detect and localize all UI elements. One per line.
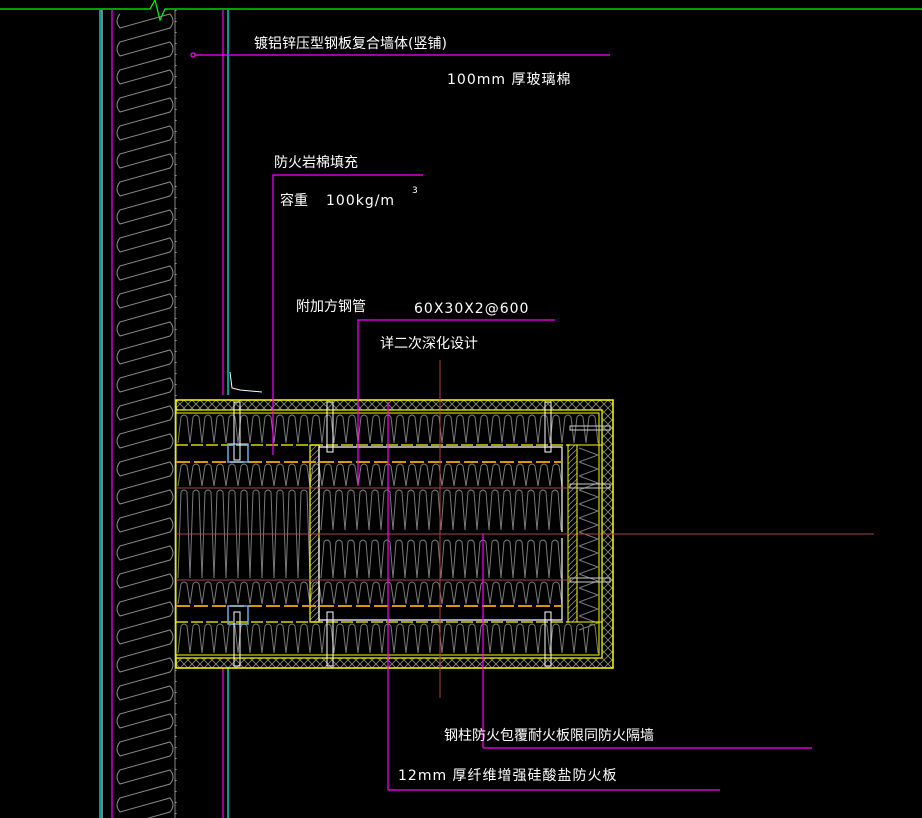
fire-board-assembly: [175, 360, 874, 698]
labels: 镀铝锌压型钢板复合墙体(竖铺) 100mm 厚玻璃棉 防火岩棉填充 容重 100…: [254, 35, 654, 784]
label-density-exp: 3: [412, 186, 418, 196]
glass-wool-insulation: [116, 13, 174, 818]
label-tube-note: 详二次深化设计: [380, 336, 478, 352]
label-steel-tube: 附加方钢管: [296, 299, 366, 315]
label-density-value: 100kg/m: [326, 193, 395, 209]
label-board-spec: 12mm 厚纤维增强硅酸盐防火板: [398, 768, 618, 784]
label-rock-wool: 防火岩棉填充: [274, 154, 358, 171]
label-wall-panel: 镀铝锌压型钢板复合墙体(竖铺): [254, 35, 447, 52]
break-line: [0, 0, 922, 22]
label-density: 容重: [280, 192, 308, 209]
label-tube-spec: 60X30X2@600: [414, 301, 529, 317]
leaders: [190, 52, 812, 791]
label-column-cladding: 钢柱防火包覆耐火板限同防火隔墙: [444, 728, 654, 744]
flashing: [229, 371, 263, 393]
wall-lines: [99, 10, 229, 818]
label-glass-wool: 100mm 厚玻璃棉: [447, 71, 571, 88]
